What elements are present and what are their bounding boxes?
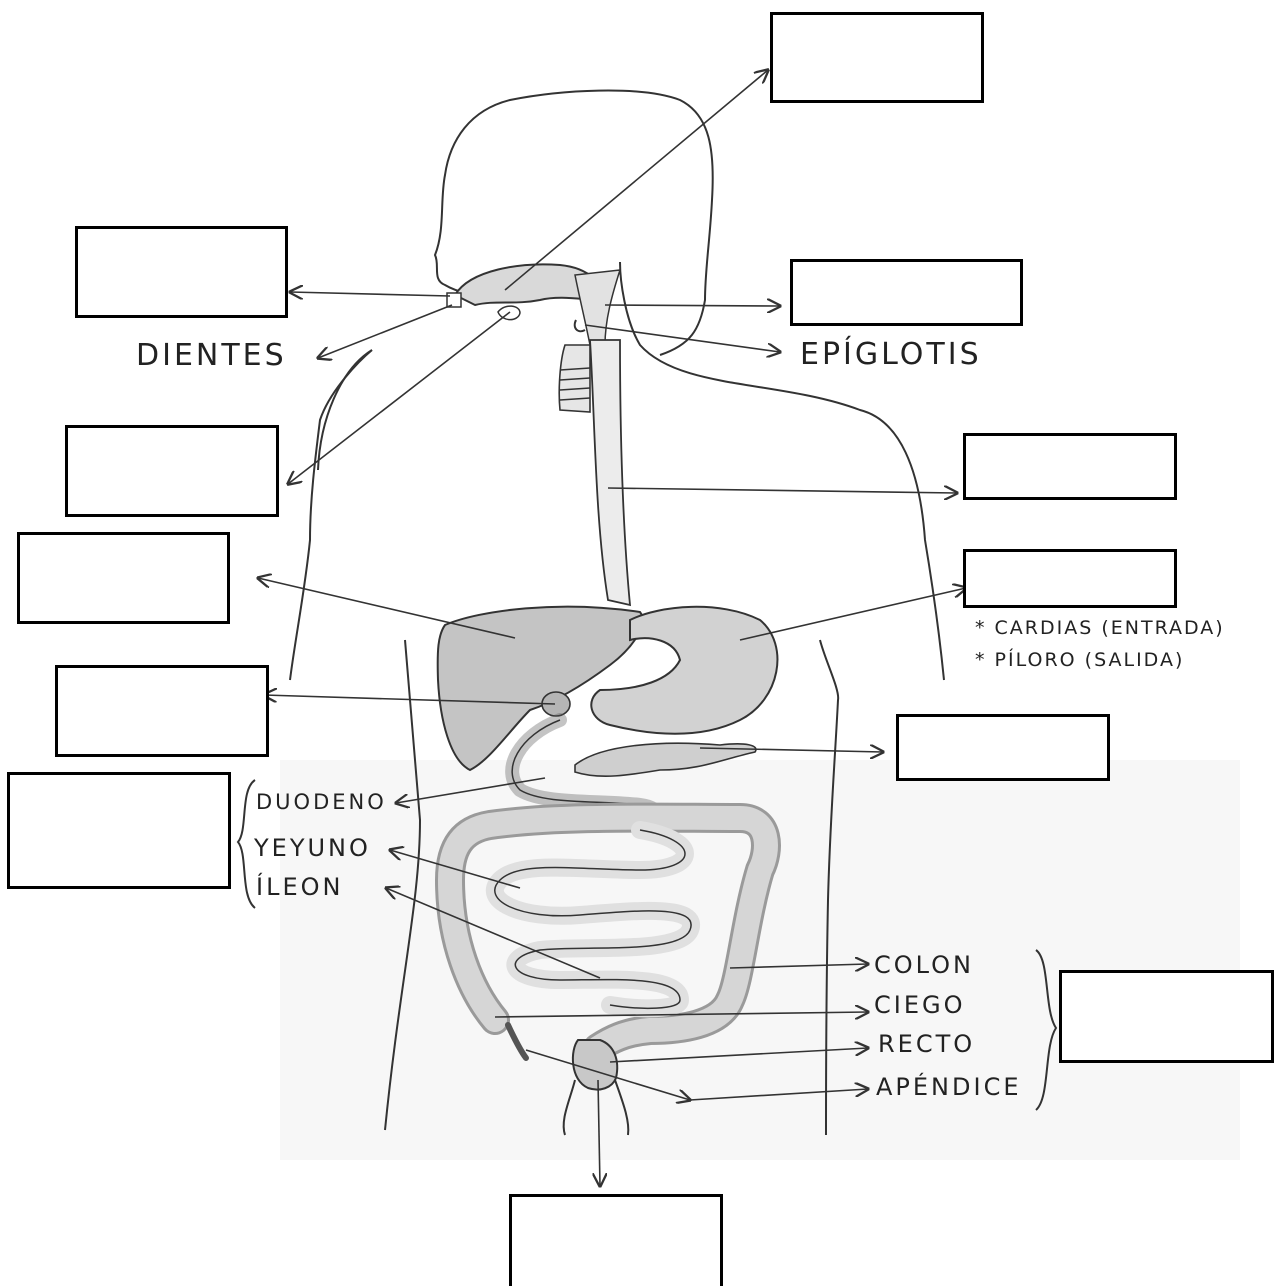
ileum-label: ÍLEON [256,873,343,901]
cardias-note: * CARDIAS (ENTRADA) [975,617,1225,639]
answer-box-large-intestine[interactable] [1059,970,1274,1063]
esophagus-shape [590,340,630,605]
epiglottis-label: EPÍGLOTIS [800,337,982,372]
small-intestine-bracket [238,780,255,908]
answer-box-anus[interactable] [509,1194,723,1286]
duodenum-label: DUODENO [256,790,387,814]
answer-box-pharynx[interactable] [790,259,1023,326]
answer-box-pancreas[interactable] [896,714,1110,781]
answer-box-small-intestine[interactable] [7,772,231,889]
trachea-shape [559,345,590,412]
liver-shape [438,607,643,770]
pyloro-note: * PÍLORO (SALIDA) [975,649,1184,671]
teeth-shape [447,293,461,307]
rectum-shape [573,1040,617,1090]
answer-box-mouth[interactable] [75,226,288,318]
answer-box-stomach[interactable] [963,549,1177,608]
colon-label: COLON [874,951,974,979]
answer-box-liver[interactable] [17,532,230,624]
jejunum-label: YEYUNO [254,834,371,862]
cecum-label: CIEGO [874,991,966,1019]
mouth-region [447,264,620,345]
teeth-label: DIENTES [136,338,287,373]
appendix-label: APÉNDICE [876,1073,1022,1101]
answer-box-pharynx-top[interactable] [770,12,984,103]
answer-box-esophagus[interactable] [963,433,1177,500]
answer-box-tongue[interactable] [65,425,279,517]
rectum-label: RECTO [878,1030,975,1058]
answer-box-gallbladder[interactable] [55,665,269,757]
